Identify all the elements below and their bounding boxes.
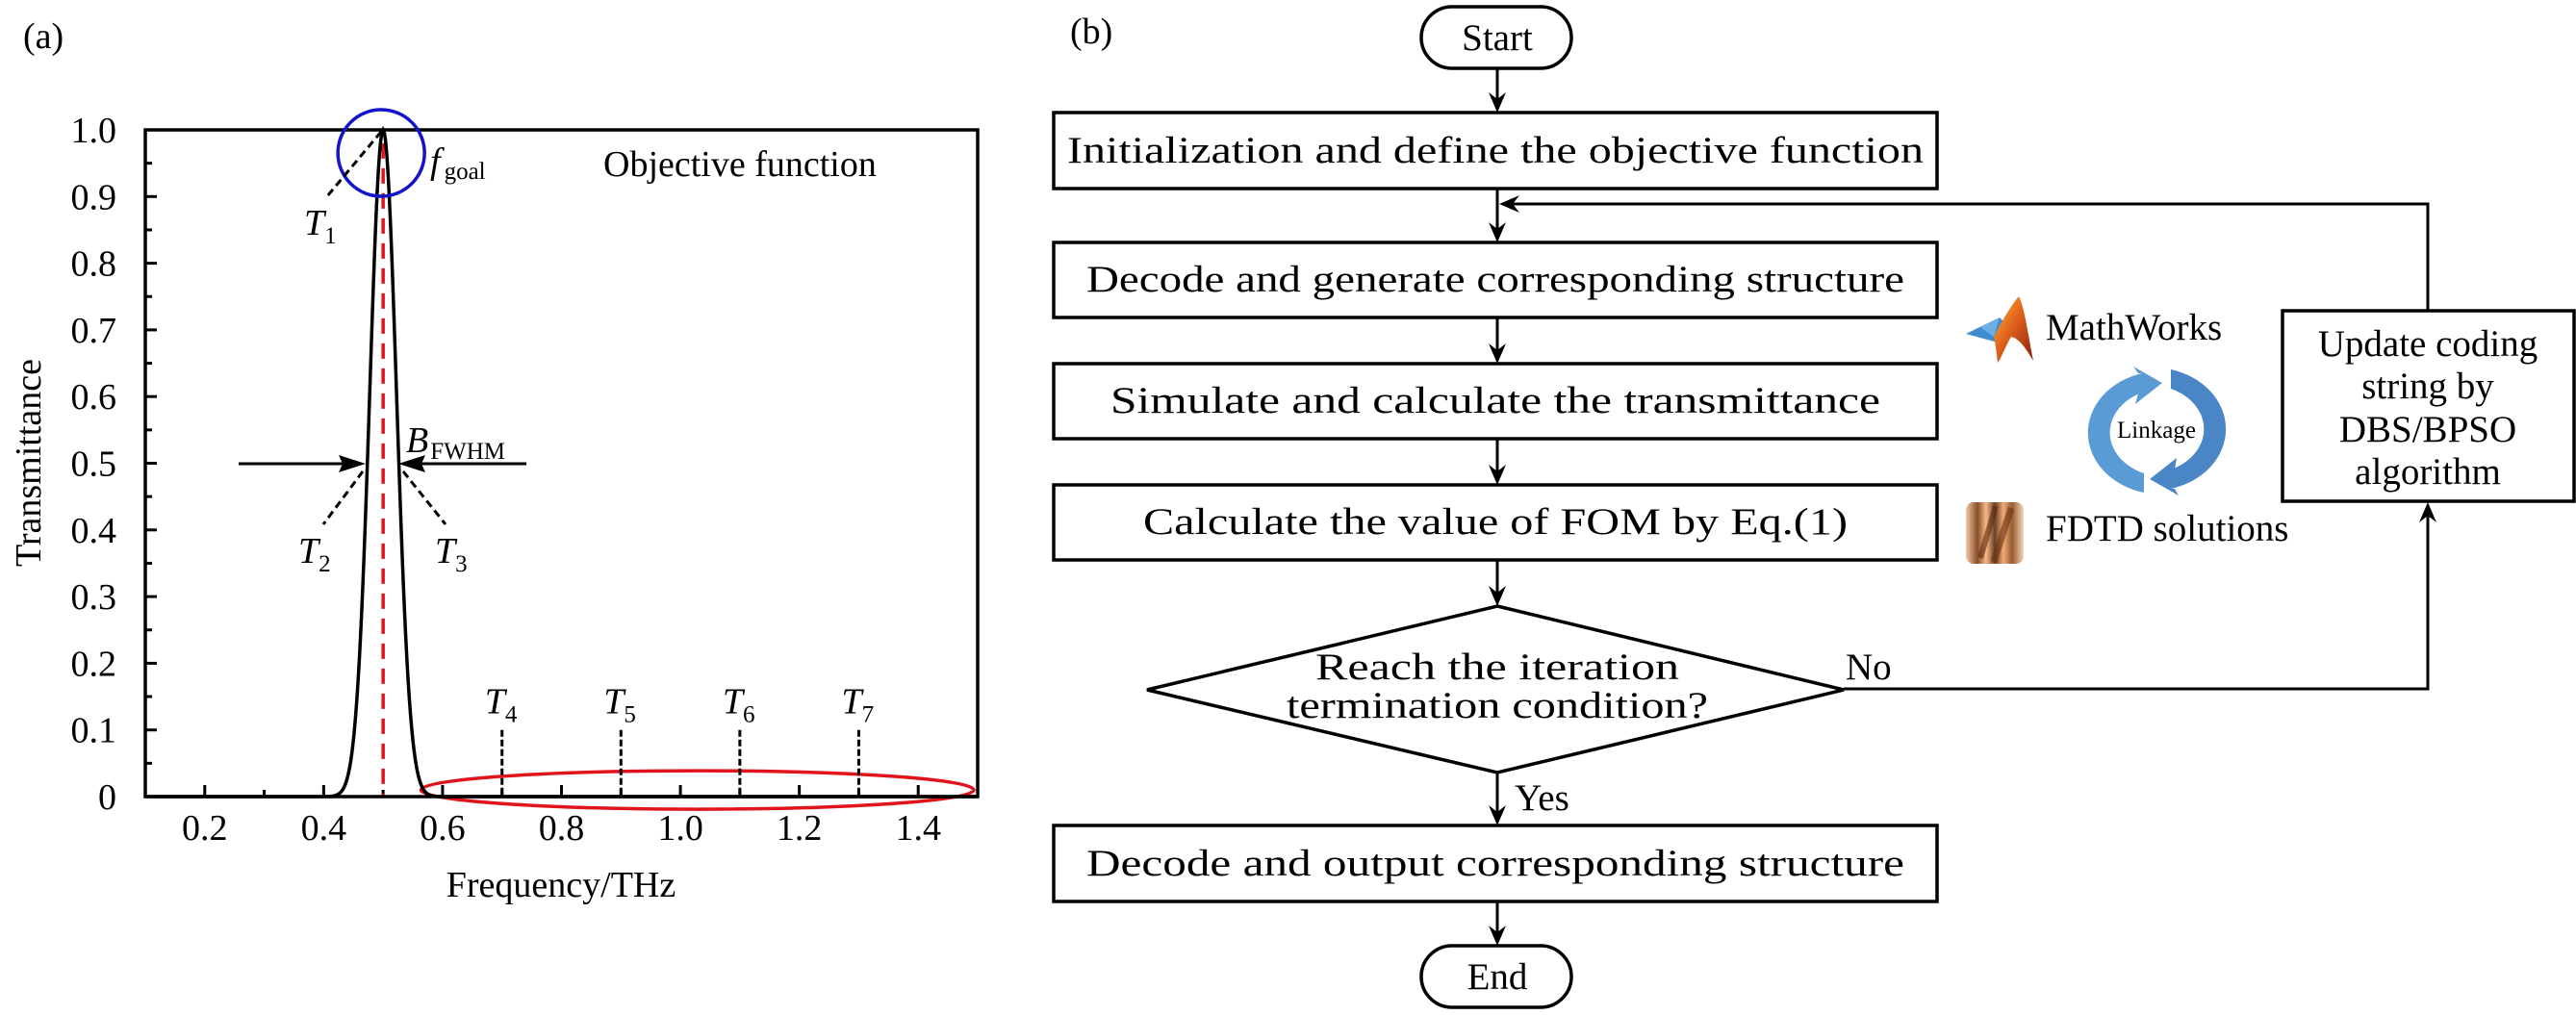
panel-a-label: (a) [23,16,64,57]
y-tick-label: 0.7 [71,311,117,351]
step-simulate-label: Simulate and calculate the transmittance [1110,380,1880,421]
decision-no-label: No [1846,647,1892,688]
arrowhead-icon [1499,195,1519,213]
connector-update-feedback [1511,202,2430,311]
t1-leader-line [325,131,383,197]
plot-frame [143,128,980,799]
y-tick-label: 0.1 [71,711,117,751]
t1-label: T1 [304,203,337,249]
y-tick-label: 0.3 [71,577,117,618]
end-label: End [1467,956,1528,998]
decision-yes-label: Yes [1515,777,1569,819]
y-tick-label: 0.5 [71,444,117,485]
matlab-label: MathWorks [2046,307,2222,348]
arrowhead-icon [1489,343,1506,364]
arrowhead-icon [1489,805,1506,825]
y-tick-label: 0 [98,777,116,818]
annotation-title: Objective function [603,144,877,185]
y-tick-label: 0.9 [71,177,117,217]
sample-markers [500,729,860,797]
y-tick-label: 1.0 [71,111,117,151]
arrowhead-icon [1489,465,1506,485]
fdtd-label: FDTD solutions [2046,508,2288,549]
fwhm-right-arrowhead-icon [398,455,425,472]
update-line-2: string by [2361,366,2494,407]
fwhm-arrows [239,455,526,472]
b-fwhm-label: BFWHM [406,420,505,465]
cycle-arrows-icon: Linkage [2087,367,2227,495]
x-tick-label: 0.4 [301,808,347,849]
arrowhead-icon [1489,926,1506,946]
connector-no-branch [1844,514,2430,691]
t3-leader-line [401,470,447,525]
start-label: Start [1462,17,1533,59]
t4-label: T4 [485,682,518,728]
update-line-3: DBS/BPSO [2339,409,2516,450]
goal-marker-circle [336,108,426,198]
x-tick-label: 0.8 [539,808,585,849]
x-axis-title: Frequency/THz [446,865,676,905]
x-axis-ticks: 0.2 0.4 0.6 0.8 1.0 1.2 1.4 [182,785,980,849]
arrowhead-icon [1489,586,1506,606]
panel-b-label: (b) [1070,12,1112,52]
x-tick-label: 1.4 [895,808,941,849]
decision-line-2: termination condition? [1287,685,1708,726]
fdtd-logo-icon [1966,502,2024,564]
x-tick-label: 0.6 [420,808,466,849]
t3-label: T3 [435,531,468,577]
t6-label: T6 [723,682,755,728]
y-axis-title: Transmittance [9,359,49,567]
y-tick-label: 0.8 [71,244,117,285]
step-box-calculate-fom [1052,483,1939,562]
x-tick-label: 1.0 [657,808,703,849]
stopband-ellipse [419,769,976,811]
step-calculate-fom-label: Calculate the value of FOM by Eq.(1) [1143,501,1848,543]
fwhm-left-arrowhead-icon [339,455,366,472]
step-box-initialization [1052,111,1939,190]
t7-label: T7 [841,682,874,728]
decision-line-1: Reach the iteration [1315,647,1679,688]
matlab-logo-icon [1966,296,2033,363]
step-box-output [1052,824,1939,903]
t2-leader-line [321,470,365,525]
arrowhead-icon [1489,222,1506,242]
step-box-simulate [1052,362,1939,441]
y-tick-label: 0.4 [71,511,117,551]
step-decode-generate-label: Decode and generate corresponding struct… [1086,259,1904,300]
y-tick-label: 0.6 [71,377,117,418]
step-initialization-label: Initialization and define the objective … [1067,130,1924,171]
panel-b-flowchart: (b) Start [1052,5,2576,1009]
step-output-label: Decode and output corresponding structur… [1086,843,1904,884]
t5-label: T5 [603,682,636,728]
x-tick-label: 0.2 [182,808,228,849]
arrowhead-icon [2419,502,2436,522]
update-line-1: Update coding [2318,323,2538,365]
update-line-4: algorithm [2355,451,2501,493]
step-box-decode-generate [1052,241,1939,319]
linkage-label: Linkage [2117,418,2196,444]
arrowhead-icon [1489,92,1506,113]
y-tick-label: 0.2 [71,644,117,684]
decision-diamond [1146,604,1845,774]
end-terminal [1419,944,1573,1009]
connectors [1489,68,2436,946]
t2-label: T2 [298,531,331,577]
x-tick-label: 1.2 [777,808,823,849]
update-coding-box [2281,309,2576,503]
